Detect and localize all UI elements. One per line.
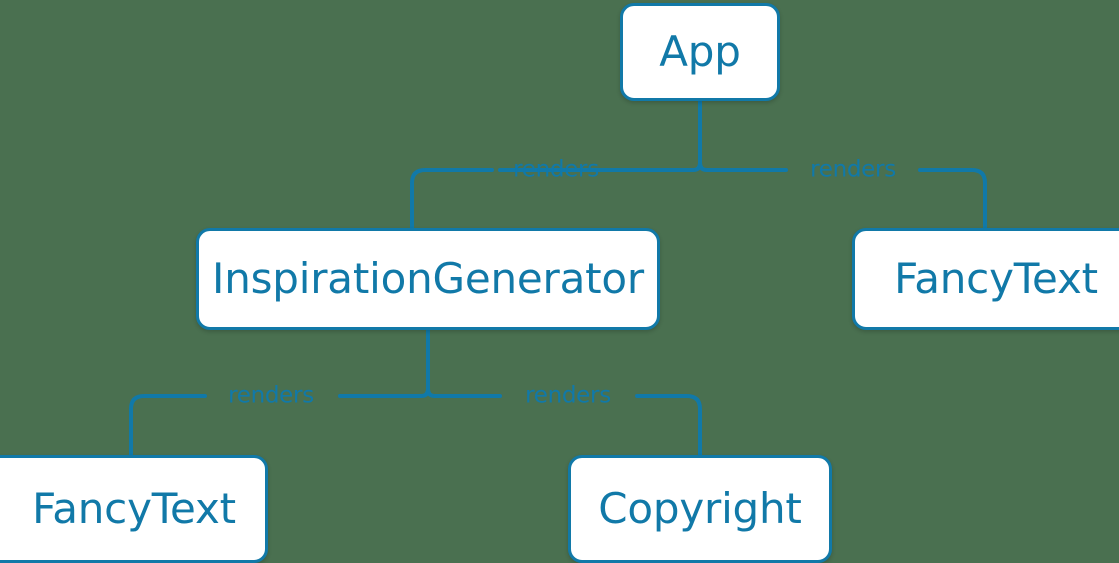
edge-label-inspirationgenerator-copyright: renders xyxy=(525,382,611,409)
node-copyright[interactable]: Copyright xyxy=(568,455,832,563)
node-inspirationgenerator-label: InspirationGenerator xyxy=(212,254,644,303)
edge-stem-inspirationgenerator-right xyxy=(426,328,437,398)
node-fancytext-right[interactable]: FancyText xyxy=(852,228,1119,330)
edge-label-inspirationgenerator-fancytext: renders xyxy=(228,382,314,409)
node-fancytext-left[interactable]: FancyText xyxy=(0,455,268,563)
node-app-label: App xyxy=(659,27,741,76)
node-fancytext-right-label: FancyText xyxy=(894,254,1098,303)
node-inspirationgenerator[interactable]: InspirationGenerator xyxy=(196,228,660,330)
edge-stem-app-right xyxy=(698,99,709,172)
edge-label-app-fancytext: renders xyxy=(810,156,896,183)
node-app[interactable]: App xyxy=(620,3,780,101)
edge-stem-inspirationgenerator xyxy=(419,328,430,398)
edge-label-app-inspirationgenerator: renders xyxy=(513,156,599,183)
node-fancytext-left-label: FancyText xyxy=(32,484,236,533)
node-copyright-label: Copyright xyxy=(598,484,802,533)
edge-stem-app xyxy=(691,99,702,172)
